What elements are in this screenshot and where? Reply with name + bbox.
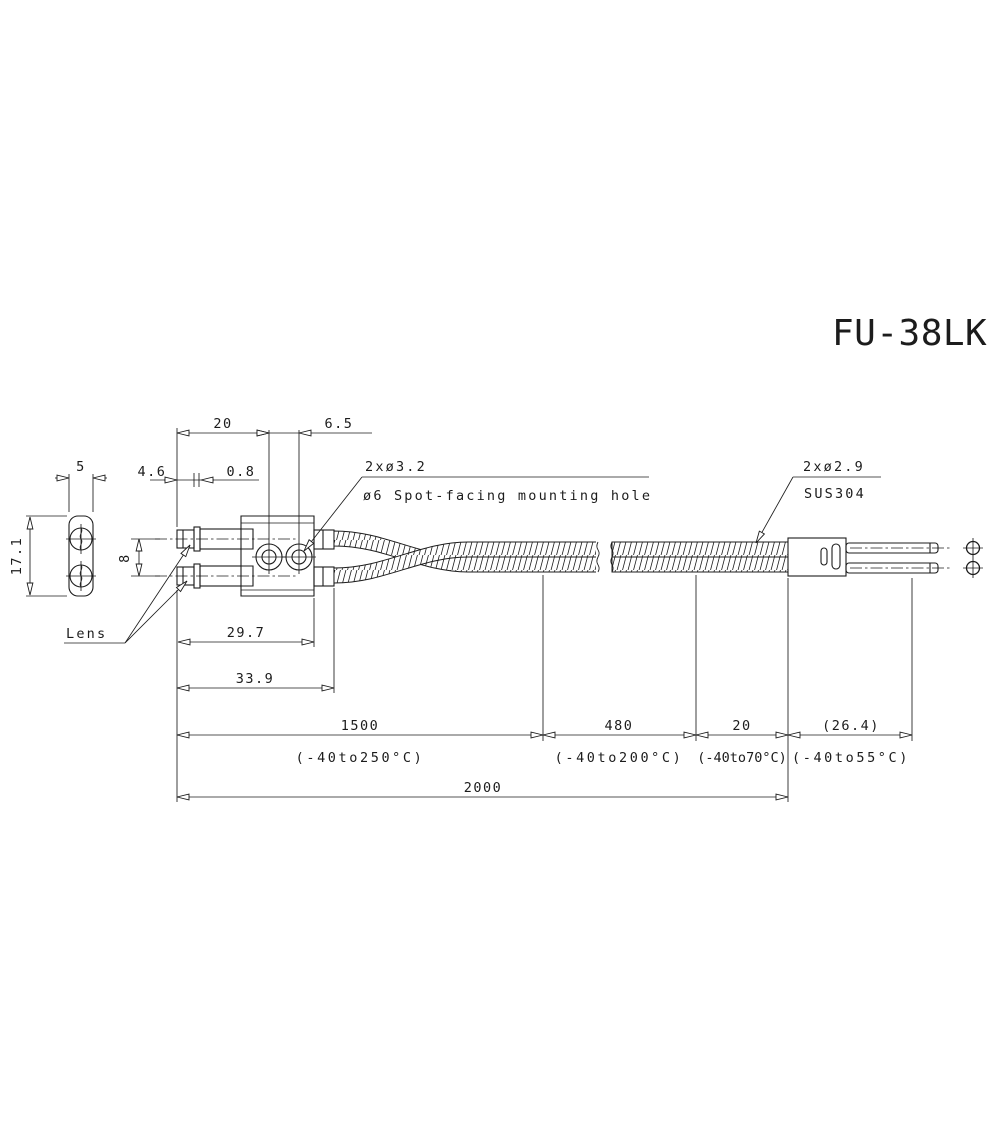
svg-text:1500: 1500: [341, 718, 380, 734]
svg-text:6.5: 6.5: [325, 416, 354, 432]
break-line-left: [596, 541, 600, 573]
fiber-tail-bottom: [845, 562, 950, 574]
svg-text:33.9: 33.9: [236, 671, 275, 687]
end-fitting-group: [787, 537, 950, 577]
svg-text:4.6: 4.6: [138, 464, 167, 480]
svg-text:(-40to55°C): (-40to55°C): [792, 750, 910, 766]
drawing-title: FU-38LK: [832, 313, 987, 354]
fiber-end-view: [963, 538, 983, 578]
dim-head-length: 33.9: [176, 588, 335, 693]
svg-text:SUS304: SUS304: [804, 486, 866, 502]
dim-segment-1500: 1500 (-40to250°C): [176, 575, 544, 766]
dim-hole-pitch: 6.5: [256, 416, 372, 437]
svg-text:2xø3.2: 2xø3.2: [365, 459, 427, 475]
mounting-hole-1: [252, 540, 286, 574]
mounting-hole-2: [282, 540, 316, 574]
dim-lens-pitch: 8: [117, 538, 160, 577]
svg-text:5: 5: [76, 459, 86, 475]
dim-body-length: 29.7: [176, 590, 315, 802]
dim-total-length: 2000: [176, 780, 789, 801]
svg-text:ø6 Spot-facing mounting hole: ø6 Spot-facing mounting hole: [363, 488, 652, 504]
fiber-tail-top: [845, 542, 950, 554]
mounting-hole-label: 2xø3.2 ø6 Spot-facing mounting hole: [303, 459, 652, 552]
svg-text:2000: 2000: [464, 780, 503, 796]
head-end-view: 5 17.1: [9, 459, 107, 597]
lens-label: Lens: [64, 544, 191, 644]
fiber-spec-label: 2xø2.9 SUS304: [755, 459, 881, 544]
svg-text:(26.4): (26.4): [822, 718, 880, 734]
end-fitting-body: [787, 537, 847, 577]
lens-end-top: [66, 524, 96, 554]
cable-break-gap: [596, 539, 611, 575]
head-end-outline: [68, 515, 94, 597]
svg-text:0.8: 0.8: [227, 464, 256, 480]
svg-text:20: 20: [732, 718, 751, 734]
cable-fitting-top: [313, 529, 335, 550]
head-front-view: [155, 515, 335, 597]
sensor-head-body: [240, 515, 315, 597]
dim-segment-480: 480 (-40to200°C): [542, 575, 697, 766]
dim-segment-20: 20 (-40to70°C): [695, 578, 789, 802]
dim-lens-tip: 4.6 0.8: [138, 464, 259, 487]
dim-head-width: 5: [55, 459, 107, 512]
svg-text:29.7: 29.7: [227, 625, 266, 641]
svg-text:2xø2.9: 2xø2.9: [803, 459, 865, 475]
break-line-right: [610, 541, 614, 573]
dim-head-height: 17.1: [9, 515, 67, 597]
dim-segment-264: (26.4) (-40to55°C): [787, 578, 913, 766]
svg-text:20: 20: [213, 416, 232, 432]
flexible-spiral-tube: [333, 530, 789, 584]
svg-text:17.1: 17.1: [9, 537, 25, 576]
svg-text:(-40to70°C): (-40to70°C): [697, 750, 786, 766]
crimp-slot-small: [820, 547, 828, 566]
svg-text:(-40to200°C): (-40to200°C): [555, 750, 684, 766]
crimp-slot-large: [831, 543, 841, 570]
lens-end-bottom: [66, 561, 96, 591]
svg-text:480: 480: [605, 718, 634, 734]
cable-fitting-bottom: [313, 566, 335, 587]
svg-text:Lens: Lens: [66, 626, 107, 642]
svg-text:8: 8: [117, 553, 133, 563]
dim-hole-offset: 20: [176, 416, 300, 540]
svg-text:(-40to250°C): (-40to250°C): [296, 750, 425, 766]
